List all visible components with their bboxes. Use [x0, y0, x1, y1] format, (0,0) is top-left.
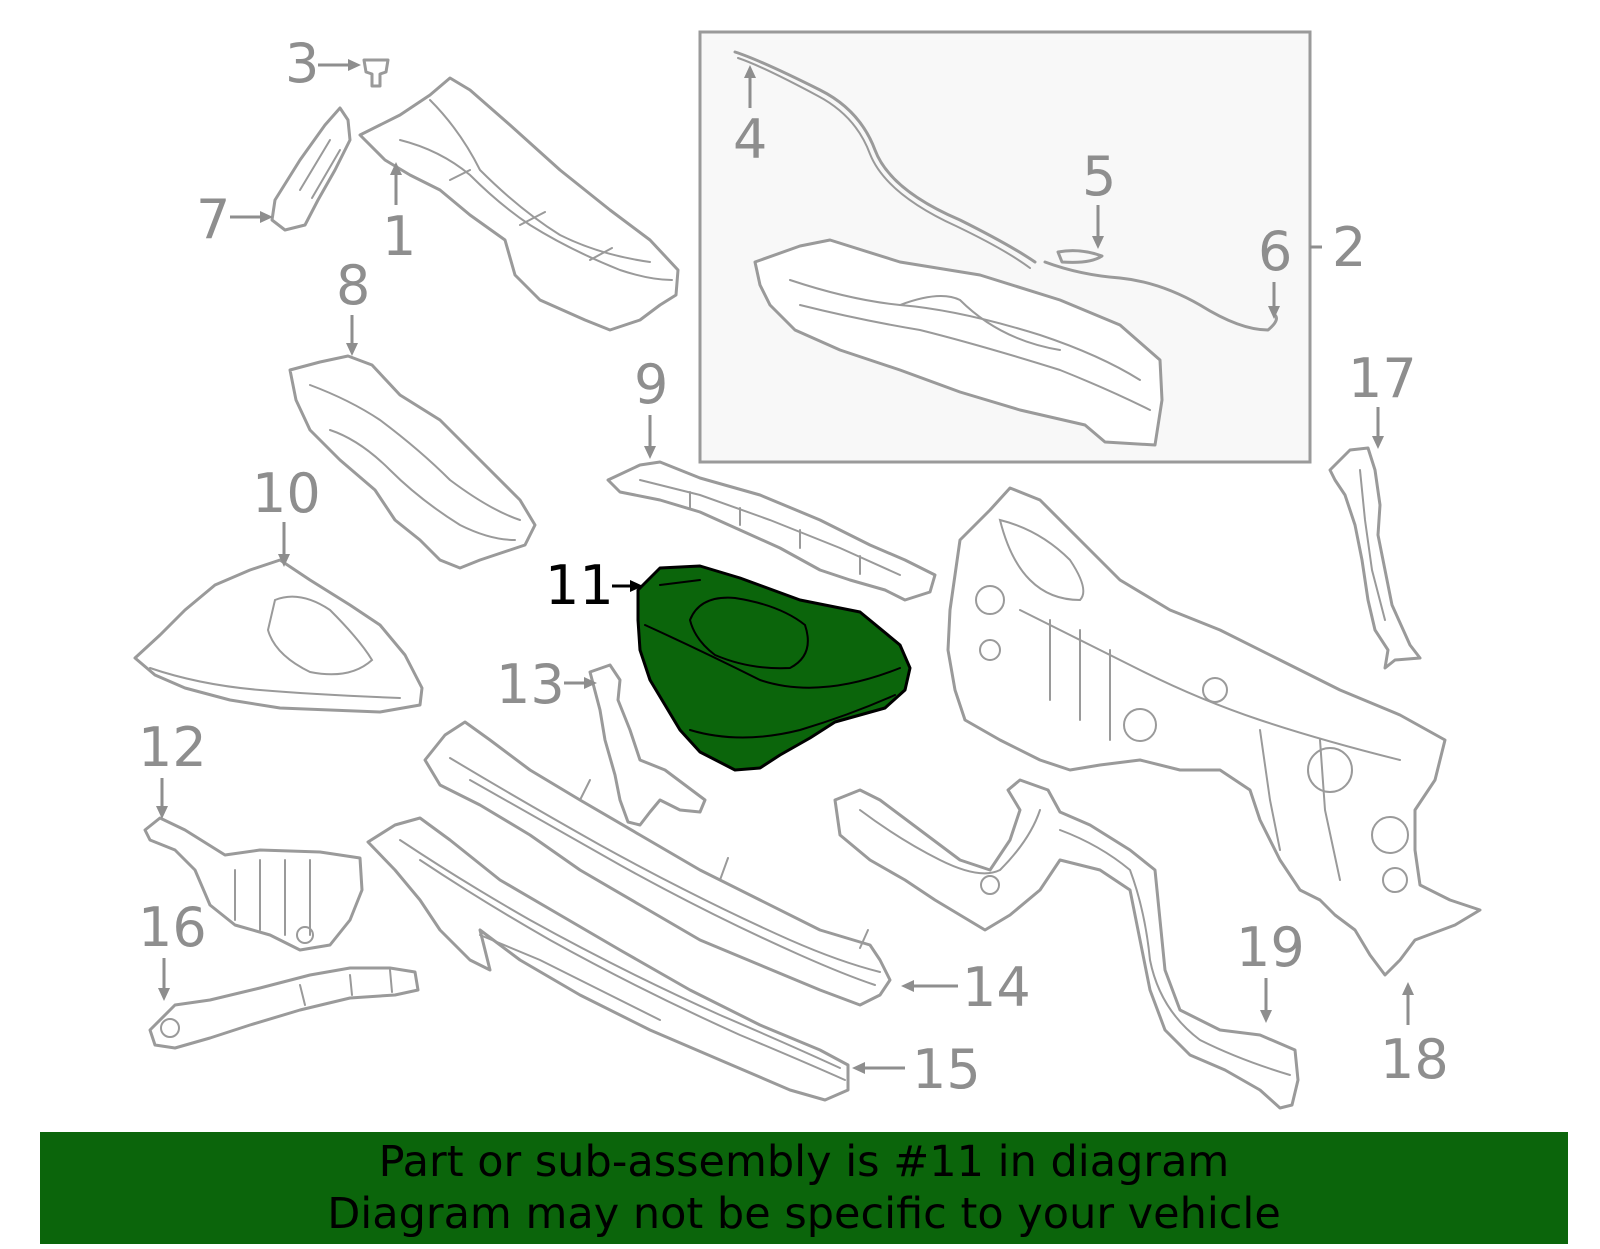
callout-2: 2: [1310, 216, 1366, 279]
svg-text:7: 7: [196, 188, 230, 251]
svg-text:4: 4: [733, 108, 767, 171]
callout-9: 9: [634, 353, 668, 459]
svg-text:19: 19: [1236, 916, 1305, 979]
svg-text:12: 12: [138, 716, 207, 779]
svg-text:10: 10: [252, 462, 321, 525]
svg-text:9: 9: [634, 353, 668, 416]
callout-19: 19: [1236, 916, 1305, 1023]
callout-5: 5: [1082, 145, 1116, 249]
svg-text:18: 18: [1380, 1028, 1449, 1091]
part-19-rail[interactable]: [833, 778, 1300, 1110]
callout-11: 11: [545, 554, 643, 617]
part-18-dash-panel[interactable]: [946, 486, 1482, 977]
callout-15: 15: [852, 1038, 981, 1101]
part-10-cover[interactable]: [133, 558, 424, 714]
svg-text:3: 3: [285, 32, 319, 95]
banner-line-2: Diagram may not be specific to your vehi…: [327, 1189, 1281, 1239]
svg-text:6: 6: [1258, 220, 1292, 283]
callout-14: 14: [901, 956, 1031, 1019]
callout-8: 8: [336, 254, 370, 356]
svg-text:11: 11: [545, 554, 614, 617]
callout-17: 17: [1348, 347, 1417, 449]
callout-12: 12: [138, 716, 207, 819]
part-4-rod[interactable]: [733, 50, 1037, 264]
callout-4: 4: [733, 65, 767, 171]
svg-text:15: 15: [912, 1038, 981, 1101]
callout-18: 18: [1380, 982, 1449, 1091]
callout-13: 13: [496, 653, 597, 716]
callout-6: 6: [1258, 220, 1292, 319]
part-5-clip[interactable]: [1056, 249, 1104, 264]
svg-text:13: 13: [496, 653, 565, 716]
part-16-brace[interactable]: [148, 966, 420, 1050]
info-banner: Part or sub-assembly is #11 in diagram D…: [40, 1132, 1568, 1244]
part-14-crossmember[interactable]: [423, 720, 892, 1007]
callout-1: 1: [382, 162, 416, 268]
callout-7: 7: [196, 188, 273, 251]
part-13-bracket[interactable]: [588, 663, 707, 827]
svg-text:2: 2: [1332, 216, 1366, 279]
part-6-hose[interactable]: [1043, 260, 1278, 332]
part-8-panel[interactable]: [288, 354, 537, 570]
part-12-bracket[interactable]: [143, 816, 364, 952]
part-3-clip[interactable]: [362, 58, 390, 88]
svg-text:8: 8: [336, 254, 370, 317]
part-17-pillar-brace[interactable]: [1328, 446, 1422, 670]
svg-text:1: 1: [382, 205, 416, 268]
svg-text:5: 5: [1082, 145, 1116, 208]
callout-10: 10: [252, 462, 321, 567]
callout-3: 3: [285, 32, 361, 95]
part-7-seal[interactable]: [270, 106, 352, 232]
callout-16: 16: [138, 896, 207, 1001]
part-1-cowl-panel[interactable]: [358, 76, 680, 332]
part-2-cowl-top[interactable]: [753, 238, 1164, 447]
svg-text:16: 16: [138, 896, 207, 959]
svg-text:17: 17: [1348, 347, 1417, 410]
svg-text:14: 14: [962, 956, 1031, 1019]
banner-line-1: Part or sub-assembly is #11 in diagram: [378, 1137, 1230, 1187]
